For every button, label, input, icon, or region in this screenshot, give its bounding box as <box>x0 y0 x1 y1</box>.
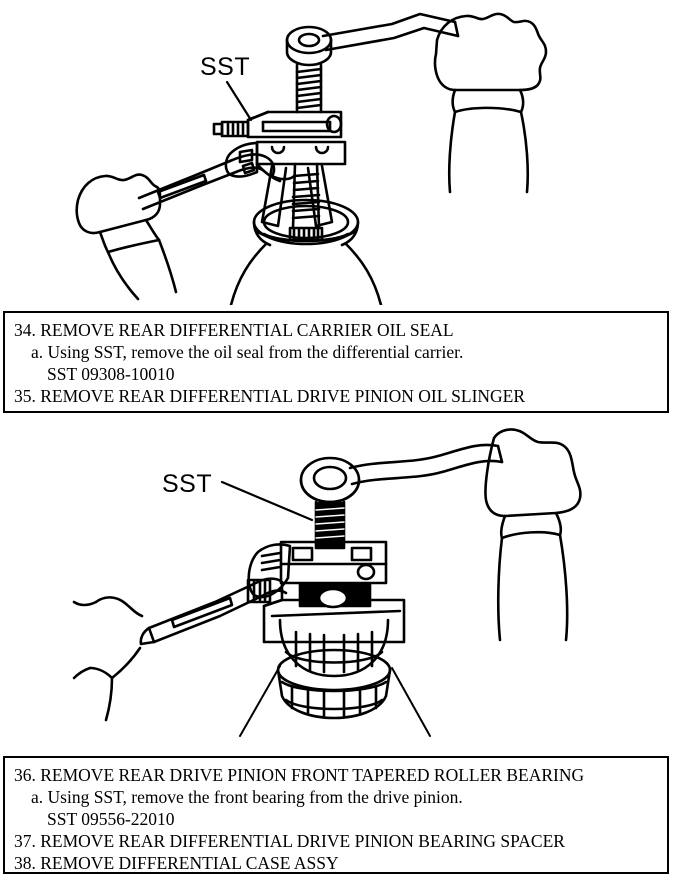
sst-leader-line <box>225 80 253 122</box>
left-hand-illustration <box>75 173 178 301</box>
puller-slot-dark <box>298 582 372 609</box>
side-clamp-bolt-lower <box>246 578 272 604</box>
instruction-line: a. Using SST, remove the front bearing f… <box>31 787 463 807</box>
figure-bearing-removal: SST <box>0 420 676 750</box>
instruction-line: 34. REMOVE REAR DIFFERENTIAL CARRIER OIL… <box>14 320 454 340</box>
cam-lever-plate <box>247 543 292 599</box>
instruction-box-lower: 36. REMOVE REAR DRIVE PINION FRONT TAPER… <box>3 756 669 874</box>
puller-left-jaw <box>224 141 282 183</box>
instruction-line: 37. REMOVE REAR DIFFERENTIAL DRIVE PINIO… <box>14 831 565 851</box>
sst-label-upper: SST <box>200 53 250 81</box>
screw-head <box>285 25 333 67</box>
carrier-housing-body <box>229 242 383 305</box>
tool-handle-bar-lower <box>348 443 504 486</box>
instruction-line: a. Using SST, remove the oil seal from t… <box>31 342 464 362</box>
sst-label-lower: SST <box>162 470 212 498</box>
figure-oil-seal-removal: SST <box>0 0 676 305</box>
bearing-leader-lines <box>239 665 431 737</box>
tapered-roller-bearing <box>276 648 392 720</box>
instruction-line: 38. REMOVE DIFFERENTIAL CASE ASSY <box>14 853 339 873</box>
puller-mid-block <box>262 582 406 644</box>
side-adjust-bolt <box>212 120 250 138</box>
puller-jaw-legs <box>260 164 334 228</box>
instruction-box-upper: 34. REMOVE REAR DIFFERENTIAL CARRIER OIL… <box>3 311 669 413</box>
instruction-line: 35. REMOVE REAR DIFFERENTIAL DRIVE PINIO… <box>14 386 526 406</box>
sst-leader-line-lower <box>220 480 314 522</box>
lower-threaded-stem <box>288 162 324 242</box>
instruction-line: SST 09308-10010 <box>47 364 175 384</box>
left-hand-illustration-lower <box>72 596 144 722</box>
tool-handle-bar <box>321 12 460 52</box>
wrench-arm <box>137 153 295 211</box>
threaded-shaft <box>295 63 323 114</box>
threaded-shaft-lower <box>314 500 346 550</box>
puller-upper-block <box>279 540 388 585</box>
handle-ring-head <box>299 456 361 504</box>
bearing-cage-upper <box>278 618 390 678</box>
puller-upper-crossbar <box>246 110 343 139</box>
differential-carrier-flange <box>252 198 360 247</box>
right-hand-illustration-lower <box>484 428 582 642</box>
right-hand-illustration <box>433 12 548 194</box>
instruction-line: SST 09556-22010 <box>47 809 175 829</box>
instruction-line: 36. REMOVE REAR DRIVE PINION FRONT TAPER… <box>14 765 585 785</box>
